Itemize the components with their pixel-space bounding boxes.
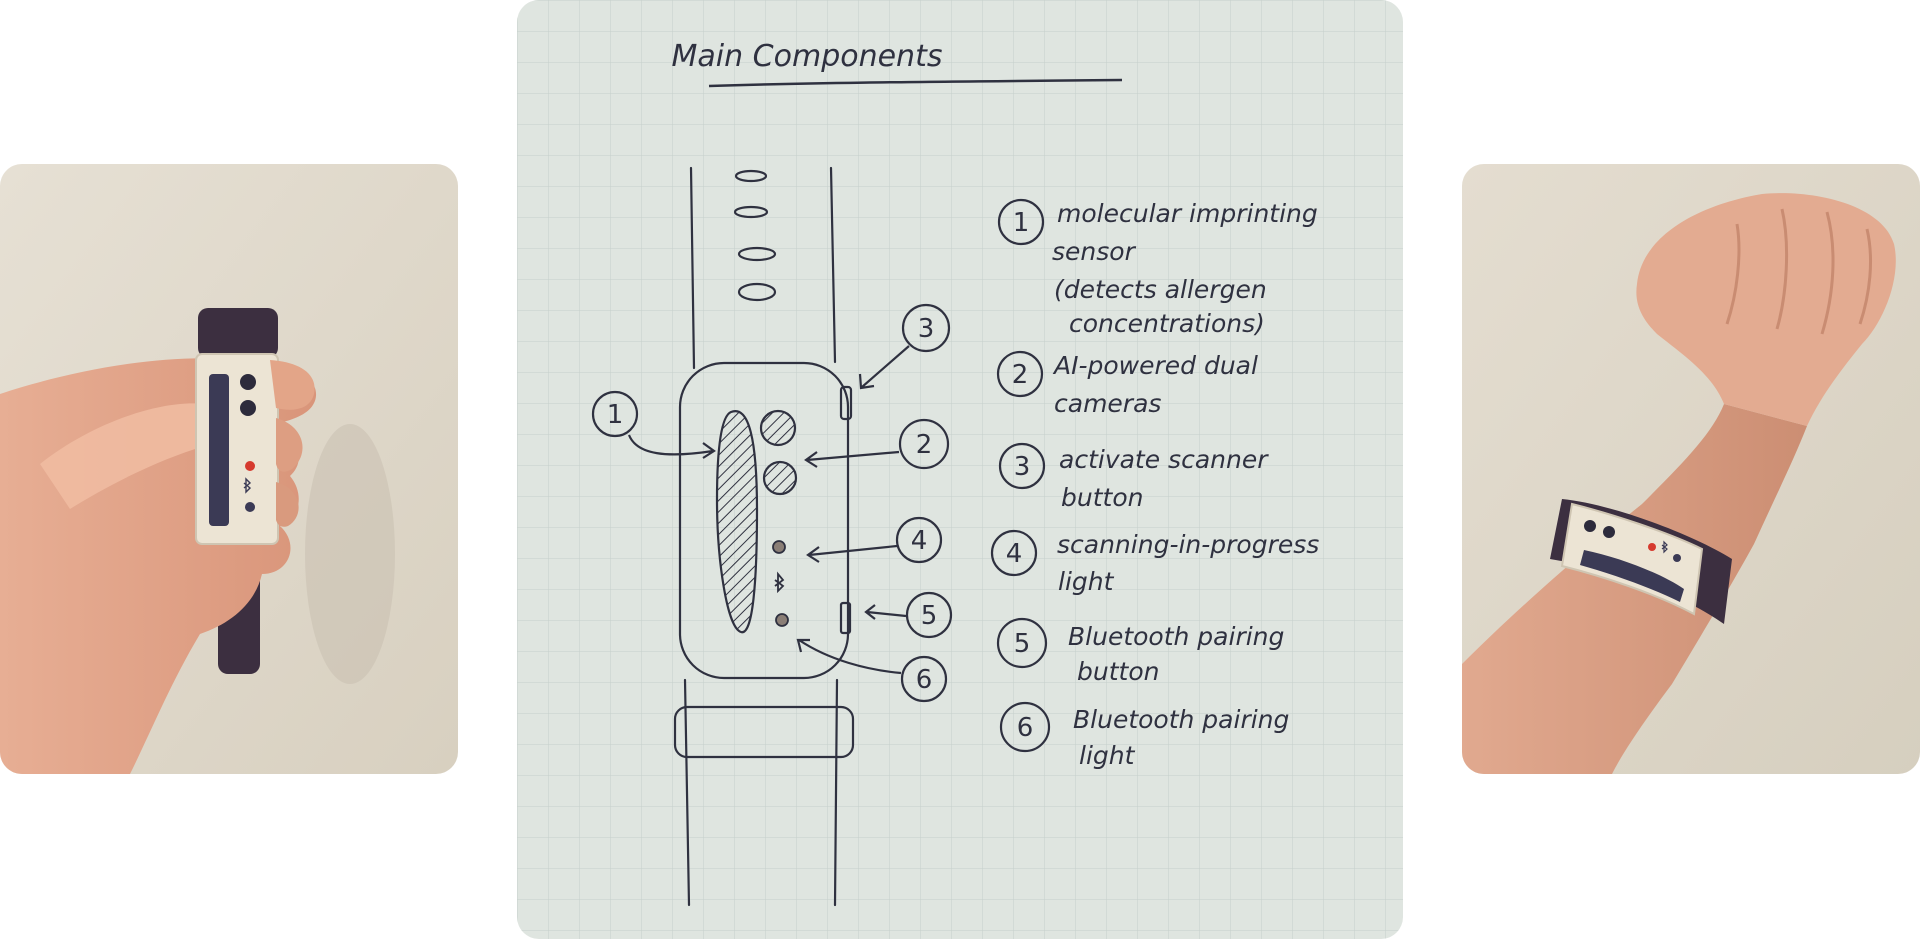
component-2-line-2: cameras bbox=[1054, 389, 1161, 418]
callout-circle-2 bbox=[898, 418, 950, 470]
strap-hole bbox=[737, 246, 777, 262]
list-number-4: 4 bbox=[1006, 539, 1023, 569]
device-body bbox=[195, 353, 279, 545]
callout-circle-5 bbox=[905, 591, 953, 639]
list-circle-4 bbox=[990, 529, 1038, 577]
bluetooth-button-sketch bbox=[839, 601, 852, 635]
bluetooth-light bbox=[1673, 554, 1681, 562]
strap-top bbox=[198, 308, 278, 358]
scanning-light bbox=[245, 461, 255, 471]
callout-arrow-4 bbox=[806, 544, 898, 563]
strap-hole bbox=[733, 205, 769, 219]
strap-outline bbox=[833, 678, 839, 907]
callout-arrow-6 bbox=[796, 638, 902, 675]
callout-number-1: 1 bbox=[607, 400, 624, 430]
camera-lens bbox=[1584, 520, 1596, 532]
list-number-6: 6 bbox=[1017, 713, 1034, 743]
component-6-line-2: light bbox=[1079, 741, 1136, 770]
strap-loop bbox=[673, 705, 855, 759]
list-circle-2 bbox=[996, 350, 1044, 398]
strap-outline bbox=[683, 678, 691, 907]
callout-arrow-2 bbox=[804, 450, 900, 468]
callout-number-2: 2 bbox=[916, 430, 933, 460]
finger-crease bbox=[1725, 208, 1872, 335]
strap-hole bbox=[734, 169, 768, 183]
component-5-line-1: Bluetooth pairing bbox=[1068, 622, 1284, 651]
finger bbox=[276, 482, 299, 527]
camera-sketch bbox=[762, 460, 798, 496]
strap-outline bbox=[689, 166, 696, 370]
sensor-strip bbox=[1580, 550, 1684, 602]
sensor-sketch bbox=[715, 410, 759, 634]
list-circle-5 bbox=[996, 617, 1048, 669]
list-circle-1 bbox=[997, 198, 1045, 246]
component-sketch: Main Components bbox=[517, 0, 1403, 939]
callout-number-6: 6 bbox=[916, 665, 933, 695]
finger bbox=[276, 418, 303, 472]
sketch-title: Main Components bbox=[672, 39, 943, 74]
list-number-2: 2 bbox=[1012, 360, 1029, 390]
callout-number-5: 5 bbox=[921, 601, 938, 631]
bluetooth-icon bbox=[243, 477, 252, 494]
callout-arrow-3 bbox=[858, 345, 910, 390]
list-number-3: 3 bbox=[1014, 452, 1031, 482]
component-3-line-1: activate scanner bbox=[1059, 445, 1269, 474]
list-circle-3 bbox=[998, 442, 1046, 490]
strap-hole bbox=[737, 282, 777, 302]
left-prototype-photo bbox=[0, 164, 458, 774]
component-6-line-1: Bluetooth pairing bbox=[1073, 705, 1289, 734]
camera-lens bbox=[240, 400, 256, 416]
sensor-strip bbox=[209, 374, 229, 526]
component-5-line-2: button bbox=[1077, 657, 1159, 686]
callout-arrow-5 bbox=[864, 604, 907, 620]
left-photo-illustration bbox=[0, 164, 458, 774]
scanner-button-sketch bbox=[839, 385, 853, 421]
title-underline bbox=[708, 78, 1123, 88]
thumb bbox=[40, 403, 224, 509]
bluetooth-icon bbox=[774, 571, 785, 594]
grid-lines bbox=[517, 0, 1403, 939]
callout-circle-3 bbox=[901, 303, 951, 353]
list-circle-6 bbox=[999, 701, 1051, 753]
right-prototype-photo bbox=[1462, 164, 1920, 774]
sketch-drawing: Main Components bbox=[517, 0, 1403, 939]
component-1-line-4: concentrations) bbox=[1069, 309, 1265, 338]
finger bbox=[270, 360, 315, 410]
camera-sketch bbox=[759, 409, 797, 447]
list-number-5: 5 bbox=[1014, 629, 1031, 659]
component-4-line-2: light bbox=[1058, 567, 1115, 596]
callout-number-4: 4 bbox=[911, 526, 928, 556]
bluetooth-light-sketch bbox=[775, 613, 789, 627]
list-number-1: 1 bbox=[1013, 208, 1030, 238]
fist bbox=[1636, 193, 1896, 426]
component-1-line-3: (detects allergen bbox=[1054, 275, 1267, 304]
camera-lens bbox=[1603, 526, 1615, 538]
device-outline bbox=[678, 361, 850, 680]
camera-lens bbox=[240, 374, 256, 390]
callout-number-3: 3 bbox=[918, 314, 935, 344]
callout-circle-6 bbox=[900, 655, 948, 703]
bluetooth-light bbox=[245, 502, 255, 512]
component-4-line-1: scanning-in-progress bbox=[1057, 530, 1319, 559]
callout-arrow-1 bbox=[627, 434, 716, 459]
component-2-line-1: AI-powered dual bbox=[1052, 351, 1258, 380]
right-photo-illustration bbox=[1462, 164, 1920, 774]
component-1-line-2: sensor bbox=[1052, 237, 1137, 266]
strap-outline bbox=[829, 166, 837, 364]
scanning-light-sketch bbox=[772, 540, 786, 554]
callout-circle-1 bbox=[591, 390, 639, 438]
callout-circle-4 bbox=[895, 516, 943, 564]
shadow bbox=[305, 424, 395, 684]
component-1-line-1: molecular imprinting bbox=[1057, 199, 1318, 228]
bluetooth-icon bbox=[1661, 540, 1668, 554]
scanning-light bbox=[1648, 543, 1656, 551]
component-3-line-2: button bbox=[1061, 483, 1143, 512]
